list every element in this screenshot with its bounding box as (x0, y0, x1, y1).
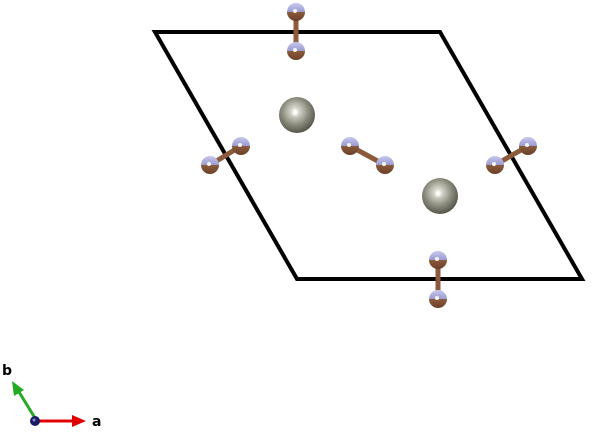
small-atom[interactable] (486, 156, 504, 174)
small-atom[interactable] (429, 290, 447, 308)
bonds (207, 9, 531, 302)
small-atom[interactable] (287, 42, 305, 60)
axis-b-arrow (17, 391, 37, 419)
small-atom[interactable] (287, 3, 305, 21)
small-atoms (201, 3, 537, 308)
small-atom[interactable] (201, 156, 219, 174)
axis-b-label: b (2, 363, 12, 379)
axis-indicator: a b (2, 363, 101, 430)
small-atom[interactable] (429, 251, 447, 269)
axis-a-arrowhead (72, 415, 86, 427)
large-atom[interactable] (279, 97, 315, 133)
small-atom[interactable] (519, 137, 537, 155)
small-atom[interactable] (376, 156, 394, 174)
axis-a-label: a (92, 414, 101, 430)
axis-b-arrowhead (12, 381, 24, 396)
large-atom[interactable] (422, 178, 458, 214)
large-atoms (279, 97, 458, 214)
unit-cell-outline (151, 30, 586, 281)
small-atom[interactable] (341, 137, 359, 155)
small-atom[interactable] (232, 137, 250, 155)
